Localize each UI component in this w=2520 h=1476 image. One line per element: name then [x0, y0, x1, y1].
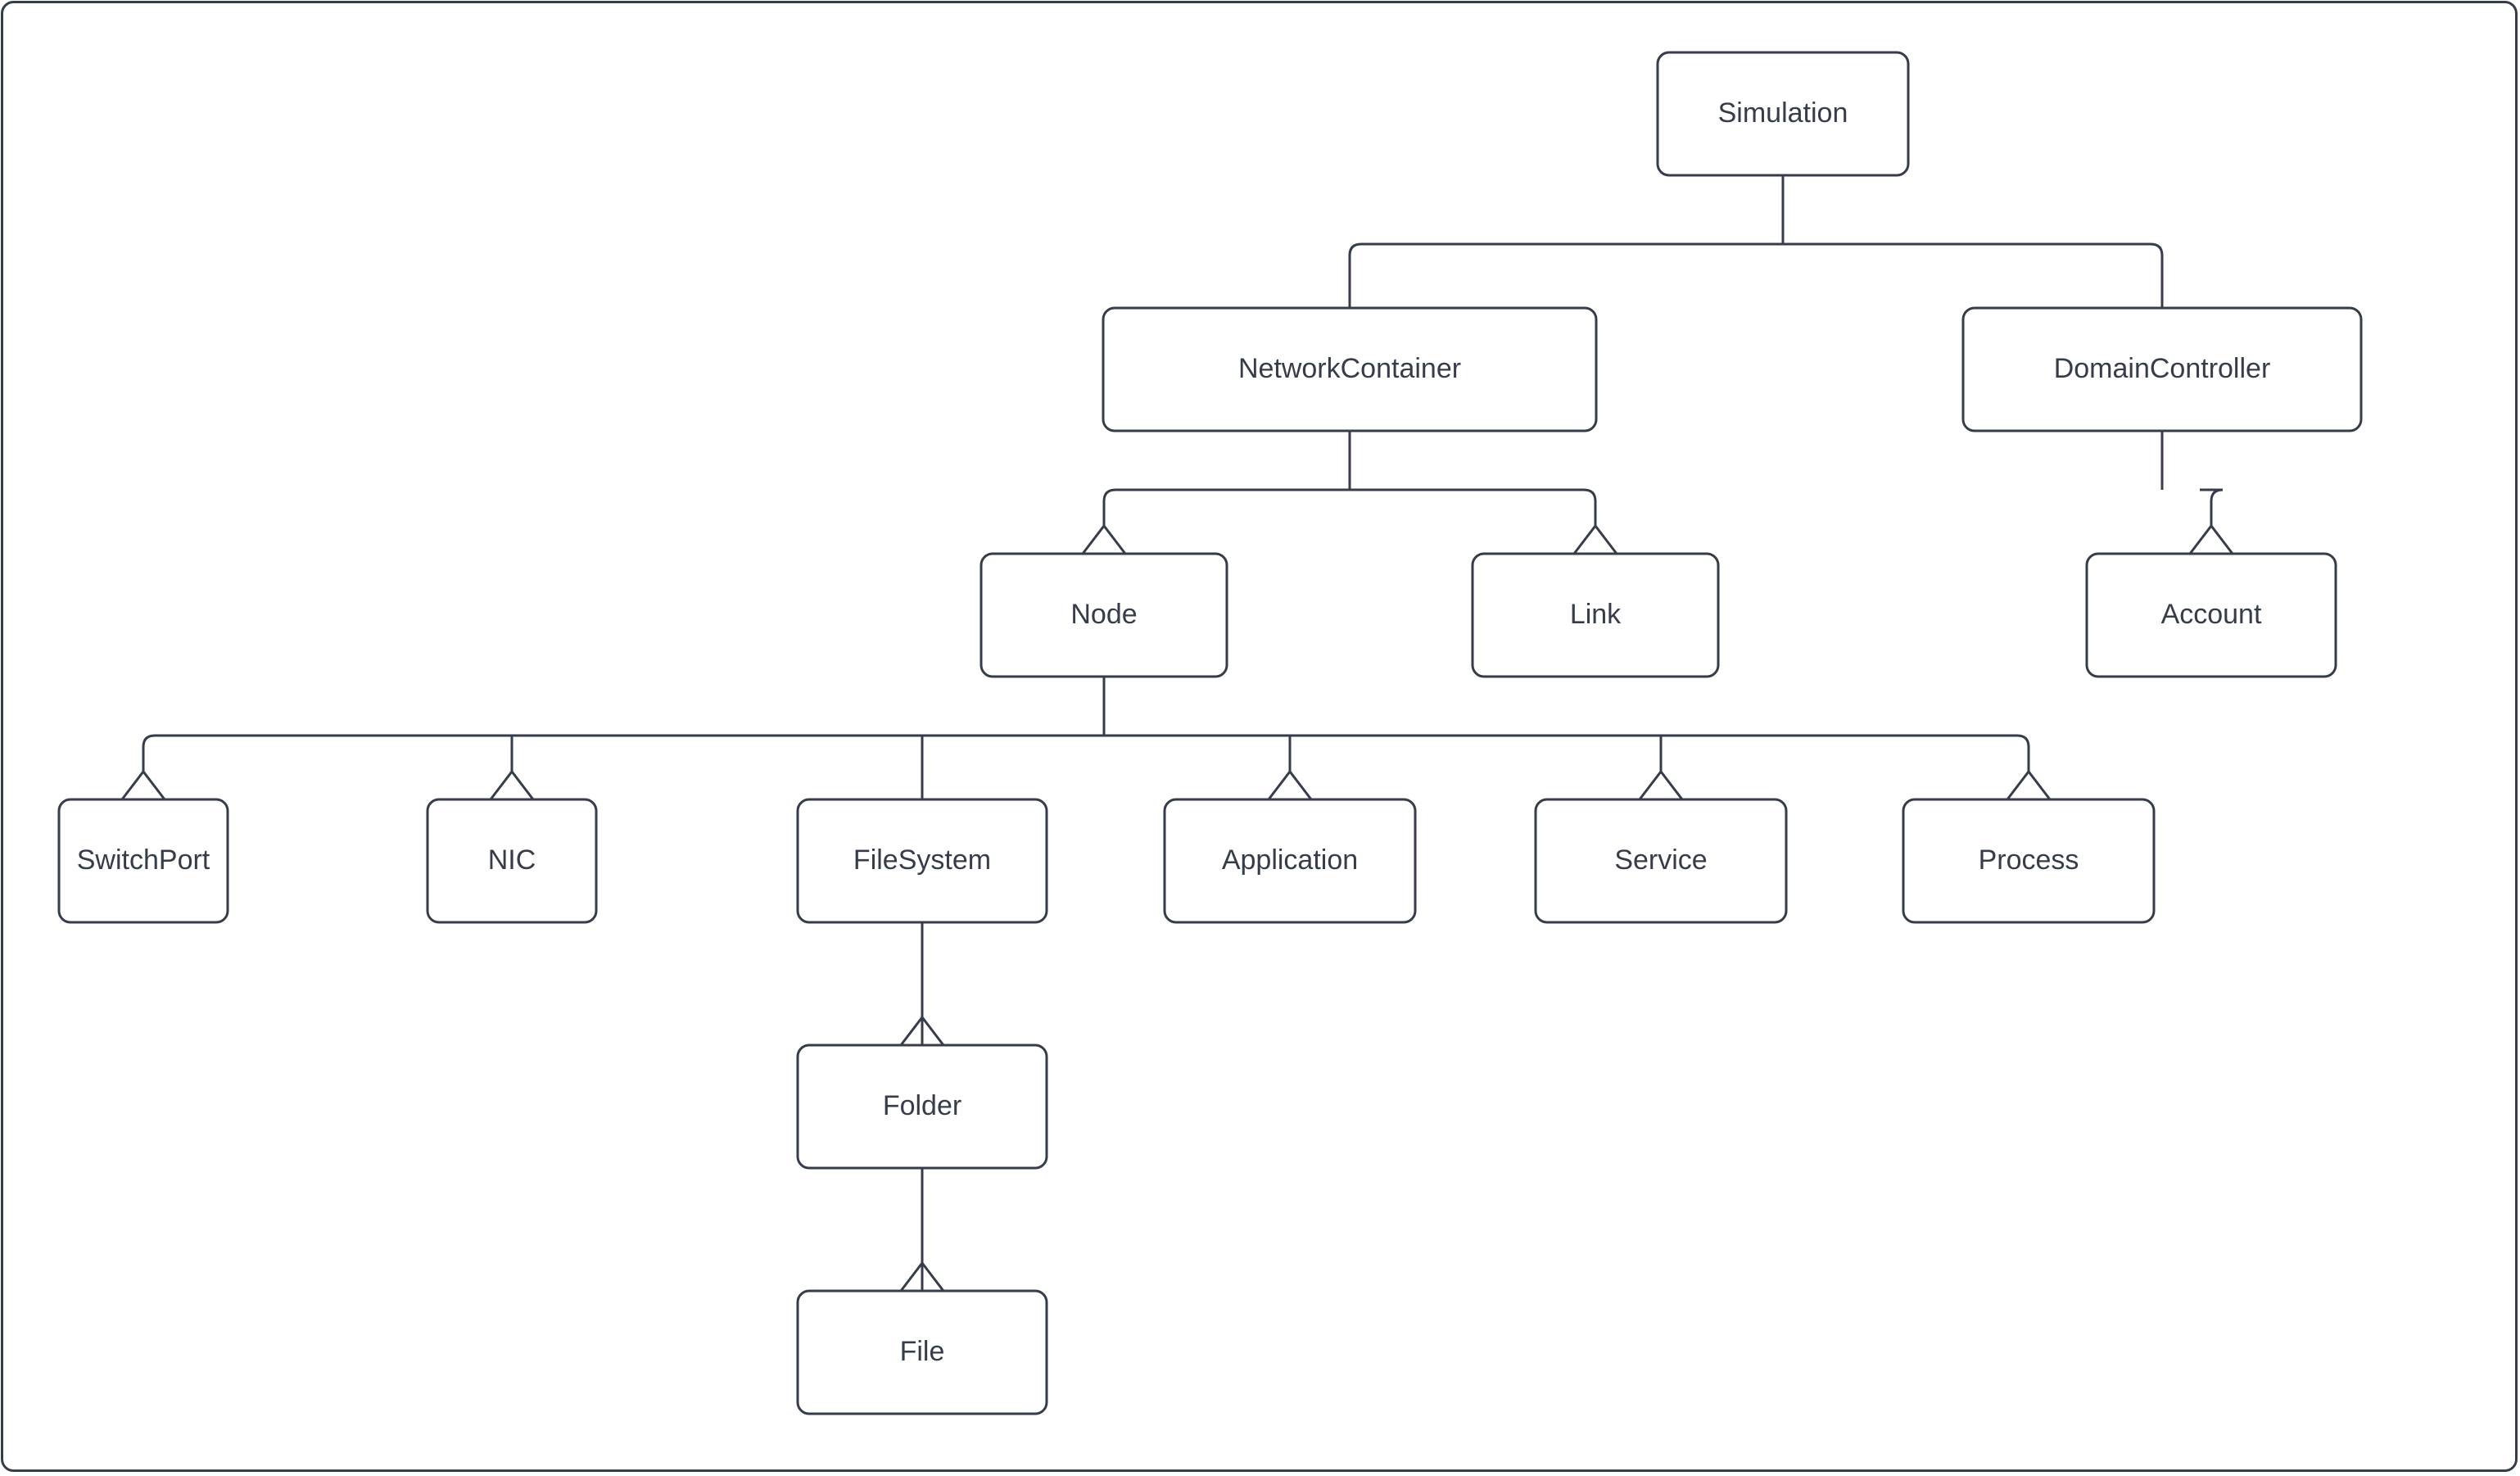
class-node-domaincontroller[interactable]: DomainController — [1963, 308, 2361, 431]
class-node-label: SwitchPort — [77, 844, 210, 876]
class-node-simulation[interactable]: Simulation — [1658, 52, 1908, 175]
class-node-link[interactable]: Link — [1473, 554, 1718, 677]
class-node-label: NetworkContainer — [1238, 353, 1461, 384]
class-node-label: Process — [1979, 844, 2079, 876]
class-node-label: Link — [1570, 599, 1622, 630]
class-node-label: Simulation — [1718, 97, 1848, 129]
class-node-networkcontainer[interactable]: NetworkContainer — [1103, 308, 1596, 431]
class-node-label: Folder — [883, 1090, 961, 1121]
class-node-label: FileSystem — [853, 844, 991, 876]
class-node-service[interactable]: Service — [1536, 799, 1786, 922]
class-node-label: Application — [1222, 844, 1358, 876]
class-node-node[interactable]: Node — [981, 554, 1227, 677]
class-node-application[interactable]: Application — [1165, 799, 1415, 922]
class-node-nic[interactable]: NIC — [428, 799, 596, 922]
class-node-label: DomainController — [2054, 353, 2271, 384]
class-node-label: Node — [1070, 599, 1137, 630]
class-node-label: File — [900, 1336, 945, 1367]
class-node-account[interactable]: Account — [2087, 554, 2336, 677]
class-node-label: Account — [2161, 599, 2262, 630]
class-node-switchport[interactable]: SwitchPort — [59, 799, 228, 922]
class-node-label: NIC — [488, 844, 536, 876]
class-node-filesystem[interactable]: FileSystem — [798, 799, 1047, 922]
class-node-process[interactable]: Process — [1903, 799, 2154, 922]
class-node-folder[interactable]: Folder — [798, 1045, 1047, 1168]
class-node-label: Service — [1614, 844, 1707, 876]
class-node-file[interactable]: File — [798, 1291, 1047, 1414]
